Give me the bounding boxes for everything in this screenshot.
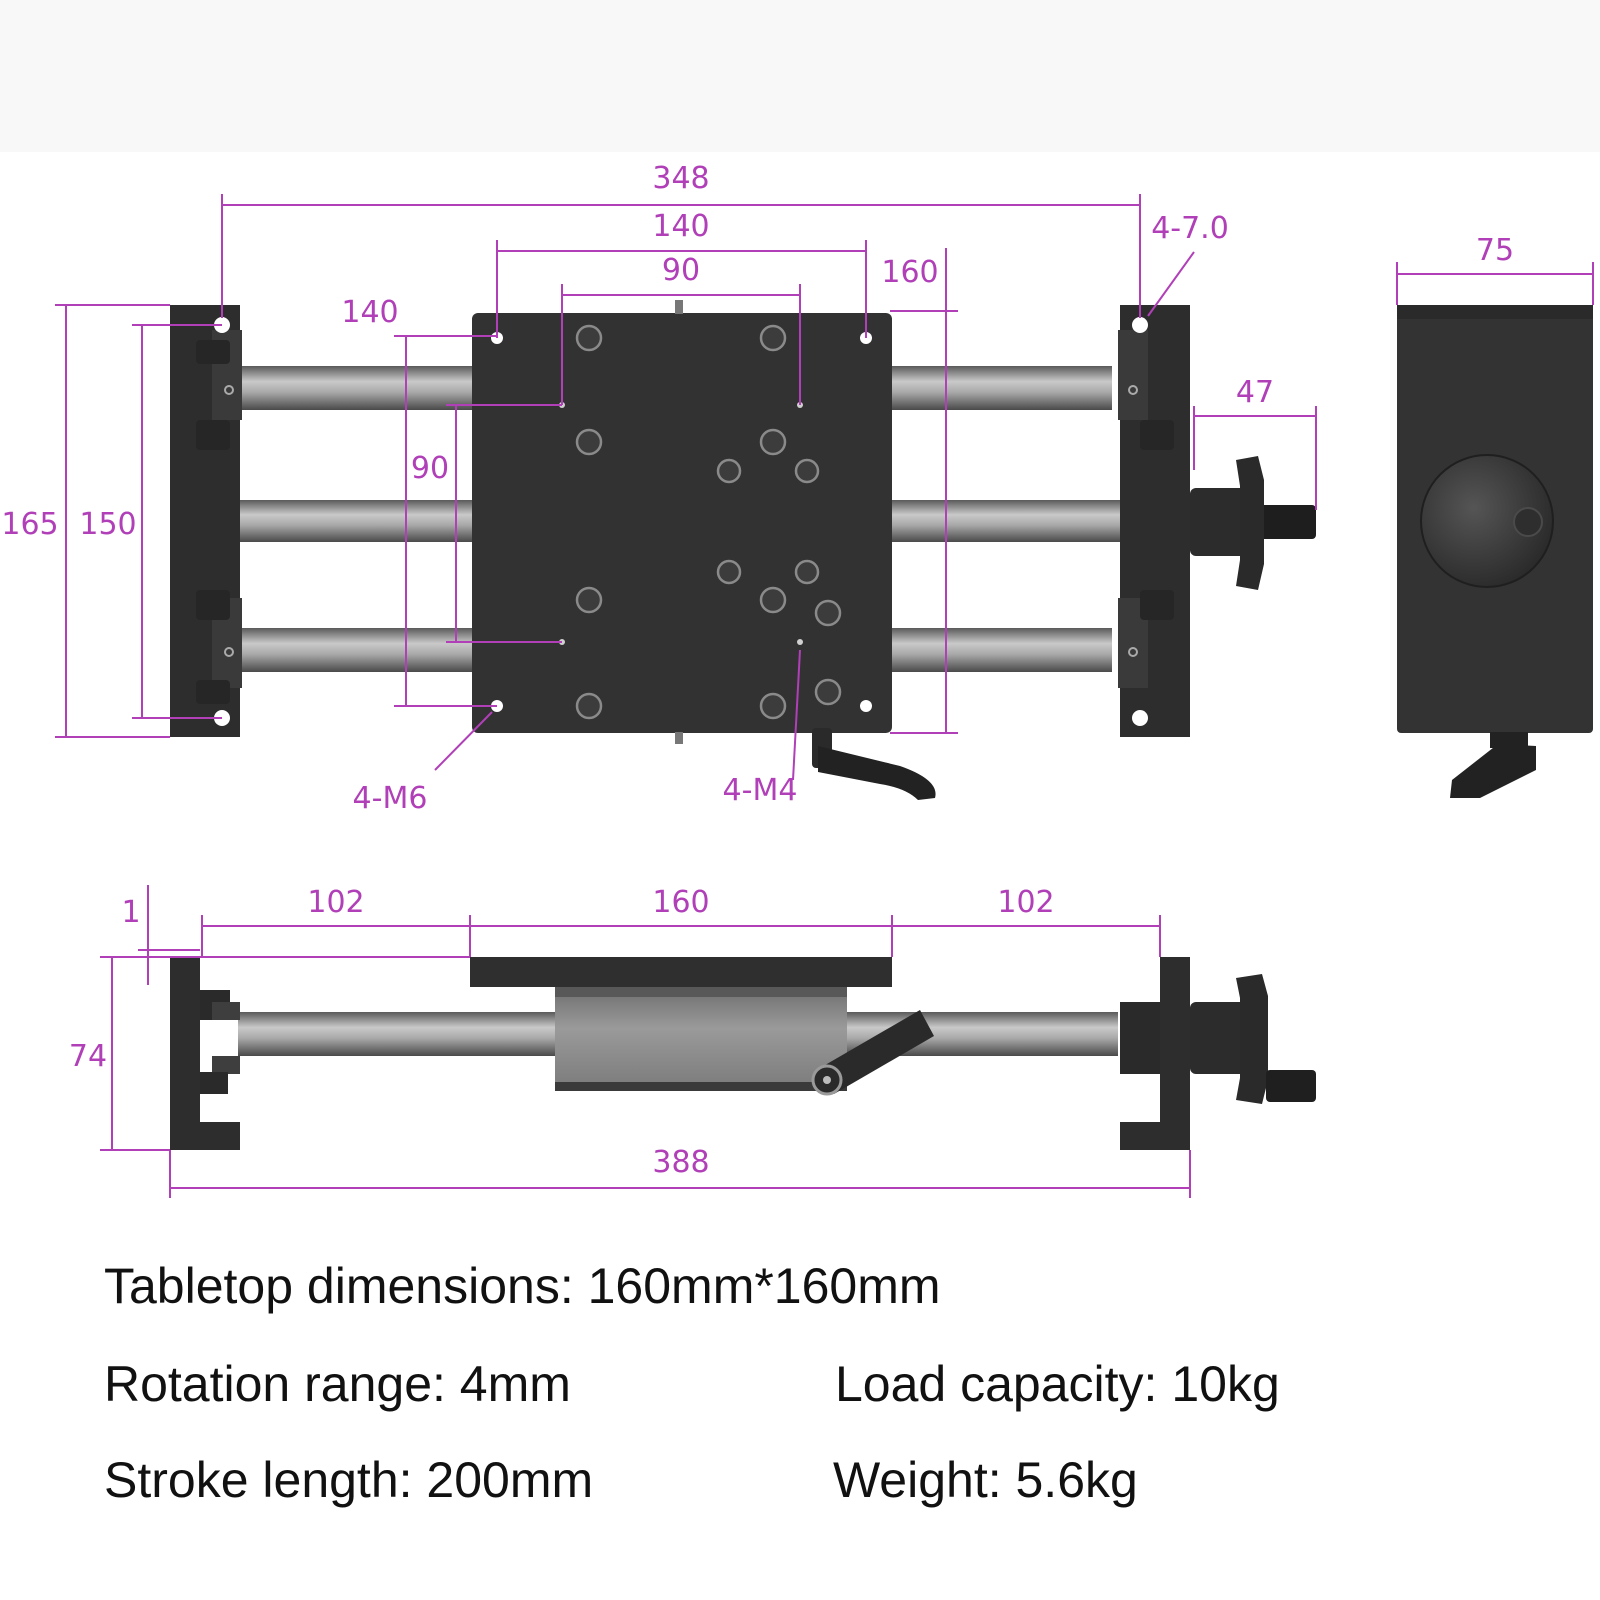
dim-160-front: 160 (652, 885, 709, 920)
specifications: Tabletop dimensions: 160mm*160mm Rotatio… (0, 1225, 1600, 1525)
corner-hole (1132, 317, 1148, 333)
screw-head (575, 692, 603, 720)
lock-lever-icon (818, 746, 936, 800)
star-knob-icon (1236, 456, 1264, 590)
spec-tabletop: Tabletop dimensions: 160mm*160mm (104, 1258, 941, 1314)
screw-head (794, 559, 820, 585)
m4-hole (797, 639, 803, 645)
spec-weight: Weight: 5.6kg (833, 1452, 1138, 1508)
dim-388: 388 (652, 1145, 709, 1180)
dim-150: 150 (79, 507, 136, 542)
dim-4-7-0: 4-7.0 (1151, 211, 1229, 246)
front-knob-icon (1236, 974, 1268, 1104)
spec-load: Load capacity: 10kg (835, 1356, 1280, 1412)
dim-4-m6: 4-M6 (353, 781, 428, 816)
dim-1: 1 (121, 895, 140, 930)
dim-102-left: 102 (307, 885, 364, 920)
screw-head (794, 458, 820, 484)
dimension-labels: 348 140 90 160 4-7.0 140 90 165 150 47 4… (1, 161, 1514, 1180)
top-band (0, 0, 1600, 152)
screw-head (575, 586, 603, 614)
front-left-bracket (170, 957, 240, 1150)
spec-rotation: Rotation range: 4mm (104, 1356, 571, 1412)
dim-348: 348 (652, 161, 709, 196)
dim-160-vertical: 160 (881, 255, 938, 290)
dim-140-vertical: 140 (341, 295, 398, 330)
screw-head (814, 678, 842, 706)
dimension-lines (55, 194, 1594, 1198)
dim-90-horizontal: 90 (662, 253, 700, 288)
front-lever-icon (820, 1010, 934, 1094)
side-lever-icon (1450, 744, 1536, 798)
dim-90-vertical: 90 (411, 451, 449, 486)
front-table-plate (470, 957, 892, 987)
dim-47: 47 (1236, 375, 1274, 410)
dim-4-m4: 4-M4 (723, 773, 798, 808)
side-knob-icon (1420, 454, 1554, 588)
corner-hole (1132, 710, 1148, 726)
dim-140-horizontal: 140 (652, 209, 709, 244)
screw-head (716, 559, 742, 585)
top-view (170, 300, 1316, 800)
top-table-plate (472, 313, 892, 733)
side-view (1397, 305, 1593, 798)
screw-head (716, 458, 742, 484)
m6-hole (860, 700, 872, 712)
screw-head (759, 324, 787, 352)
screw-head (759, 428, 787, 456)
dim-165: 165 (1, 507, 58, 542)
front-right-bracket (1120, 957, 1190, 1150)
screw-head (575, 324, 603, 352)
screw-head (759, 586, 787, 614)
screw-head (814, 599, 842, 627)
screw-head (575, 428, 603, 456)
front-carriage (555, 987, 847, 1091)
dim-102-right: 102 (997, 885, 1054, 920)
dim-75: 75 (1476, 233, 1514, 268)
dim-74: 74 (69, 1039, 107, 1074)
spec-stroke: Stroke length: 200mm (104, 1452, 594, 1508)
front-view (170, 957, 1316, 1150)
screw-head (759, 692, 787, 720)
